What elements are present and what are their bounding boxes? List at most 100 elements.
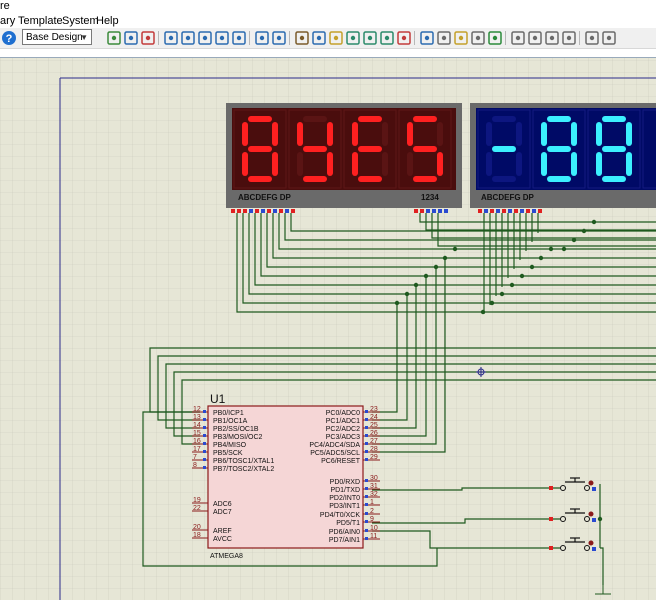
pick-device-icon[interactable]	[419, 30, 435, 46]
display-digit	[297, 116, 333, 182]
display-pin	[478, 209, 482, 213]
pin-name: PB2/SS/OC1B	[213, 426, 259, 433]
display-pin	[502, 209, 506, 213]
bill-of-materials-icon[interactable]	[584, 30, 600, 46]
segment-c	[437, 152, 443, 176]
display-pin	[496, 209, 500, 213]
display-digit	[242, 116, 278, 182]
paste-icon[interactable]	[328, 30, 344, 46]
pin-name: ADC6	[213, 501, 232, 508]
toolbar-separator	[414, 31, 415, 45]
segment-g	[413, 146, 437, 152]
menu-item-library[interactable]: ary	[0, 15, 16, 27]
wire	[272, 213, 656, 259]
pin-name: PB7/TOSC2/XTAL2	[213, 466, 274, 473]
wire-junction	[529, 264, 535, 270]
display-digit	[486, 116, 522, 182]
origin-icon[interactable]	[140, 30, 156, 46]
pin-name: PC2/ADC2	[326, 426, 360, 433]
display-pin	[414, 209, 418, 213]
wire	[372, 285, 417, 429]
pin-name: PD0/RXD	[330, 479, 360, 486]
display-pin	[273, 209, 277, 213]
wire	[372, 518, 560, 524]
pin-number: 30	[370, 475, 378, 482]
wire-autorouter-icon[interactable]	[487, 30, 503, 46]
pan-icon[interactable]	[163, 30, 179, 46]
segment-d	[413, 176, 437, 182]
block-rotate-icon[interactable]	[379, 30, 395, 46]
cut-icon[interactable]	[294, 30, 310, 46]
segment-a	[492, 116, 516, 122]
pin-number: 27	[370, 438, 378, 445]
segment-d	[248, 176, 272, 182]
layer-select-value: Base Design	[26, 32, 83, 43]
origin-marker	[476, 367, 486, 377]
push-button[interactable]	[549, 537, 596, 551]
make-device-icon[interactable]	[436, 30, 452, 46]
grid-icon[interactable]	[123, 30, 139, 46]
wire-junction	[597, 516, 603, 522]
zoom-area-icon[interactable]	[231, 30, 247, 46]
menu-item-help[interactable]: Help	[96, 15, 119, 27]
pin-number: 32	[370, 491, 378, 498]
undo-icon[interactable]	[254, 30, 270, 46]
segment-a	[248, 116, 272, 122]
microcontroller-u1[interactable]: U1 ATMEGA8 12PB0/ICP113PB1/OC1A14PB2/SS/…	[192, 392, 380, 560]
pin-name: PB0/ICP1	[213, 410, 244, 417]
pin-name: PB1/OC1A	[213, 418, 248, 425]
seven-segment-display-red[interactable]: ABCDEFG DP 1234	[226, 103, 462, 213]
menu-item-system[interactable]: System	[62, 15, 99, 27]
wire	[157, 355, 656, 421]
menu-item-template[interactable]: Template	[18, 15, 63, 27]
toolbar-separator	[579, 31, 580, 45]
redo-icon[interactable]	[271, 30, 287, 46]
decompose-icon[interactable]	[470, 30, 486, 46]
copy-icon[interactable]	[311, 30, 327, 46]
segment-b	[516, 122, 522, 146]
seven-segment-display-blue[interactable]: ABCDEFG DP	[470, 103, 656, 213]
block-move-icon[interactable]	[362, 30, 378, 46]
remove-sheet-icon[interactable]	[561, 30, 577, 46]
property-tool-icon[interactable]	[527, 30, 543, 46]
display-pin	[279, 209, 283, 213]
help-icon[interactable]: ?	[1, 30, 17, 46]
schematic-canvas[interactable]: ABCDEFG DP 1234 ABCDEFG DP U1 ATMEGA8 12…	[0, 58, 656, 600]
pin-number: 11	[370, 533, 377, 540]
wire	[254, 213, 656, 286]
pin-number: 25	[370, 422, 378, 429]
new-sheet-icon[interactable]	[544, 30, 560, 46]
display-pin	[526, 209, 530, 213]
layer-select[interactable]: Base Design ▼	[22, 29, 92, 45]
zoom-in-icon[interactable]	[180, 30, 196, 46]
display-digit	[407, 116, 443, 182]
segment-c	[571, 152, 577, 176]
package-tool-icon[interactable]	[453, 30, 469, 46]
block-delete-icon[interactable]	[396, 30, 412, 46]
segment-g	[358, 146, 382, 152]
pin-number: 29	[370, 454, 378, 461]
zoom-out-icon[interactable]	[197, 30, 213, 46]
push-button[interactable]	[549, 477, 596, 491]
refresh-icon[interactable]	[106, 30, 122, 46]
push-buttons	[549, 477, 596, 551]
search-icon[interactable]	[510, 30, 526, 46]
digit-cell	[532, 109, 586, 189]
netlist-icon[interactable]	[601, 30, 617, 46]
push-button[interactable]	[549, 508, 596, 522]
pin-name: PD5/T1	[336, 520, 360, 527]
segment-f	[541, 122, 547, 146]
pin-name: PD6/AIN0	[329, 529, 360, 536]
pin-name: PC1/ADC1	[326, 418, 360, 425]
zoom-all-icon[interactable]	[214, 30, 230, 46]
segment-c	[516, 152, 522, 176]
pin-name: PB5/SCK	[213, 450, 243, 457]
block-copy-icon[interactable]	[345, 30, 361, 46]
